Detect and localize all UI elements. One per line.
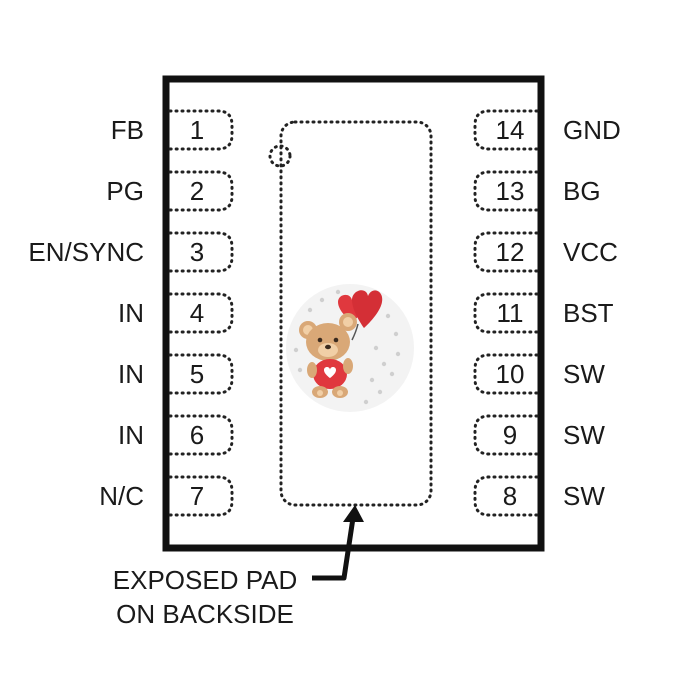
exposed-pad-outline: [279, 120, 433, 507]
pin-1-circle-marker-icon: [268, 144, 292, 168]
pin-name-6: IN: [118, 420, 144, 450]
pin-name-1: FB: [110, 115, 144, 145]
pin-number-6: 6: [190, 420, 204, 450]
pin-pad-13: [473, 170, 539, 212]
pin-pad-11: [473, 292, 539, 334]
pin-pad-4: [168, 292, 234, 334]
pin-number-7: 7: [190, 481, 204, 511]
pin-name-10: SW: [563, 359, 605, 389]
pin-name-8: SW: [563, 481, 605, 511]
pin-pad-7: [168, 475, 234, 517]
pin-name-14: GND: [563, 115, 621, 145]
pin-number-2: 2: [190, 176, 204, 206]
pin-name-12: VCC: [563, 237, 618, 267]
pin-pad-3: [168, 231, 234, 273]
pin-name-2: PG: [106, 176, 144, 206]
pin-pad-6: [168, 414, 234, 456]
pin-pad-8: [473, 475, 539, 517]
pin-name-4: IN: [118, 298, 144, 328]
pin-name-13: BG: [563, 176, 601, 206]
pin-number-1: 1: [190, 115, 204, 145]
exposed-pad-caption: EXPOSED PAD ON BACKSIDE: [60, 563, 350, 631]
pin-number-10: 10: [496, 359, 525, 389]
pin-name-3: EN/SYNC: [28, 237, 144, 267]
left-pin-pads: 1 2 3 4 5 6 7: [168, 109, 234, 517]
package-outline: [162, 75, 545, 552]
pin-number-13: 13: [496, 176, 525, 206]
pin-pad-12: [473, 231, 539, 273]
pin-name-7: N/C: [99, 481, 144, 511]
pin-pad-2: [168, 170, 234, 212]
pin-number-3: 3: [190, 237, 204, 267]
exposed-pad-leader-arrow: [312, 505, 364, 581]
teddy-bear-with-heart-balloon-icon: [286, 284, 414, 412]
pin-pad-10: [473, 353, 539, 395]
pin-number-11: 11: [497, 298, 524, 328]
pin-number-5: 5: [190, 359, 204, 389]
pin-pad-9: [473, 414, 539, 456]
pin-number-4: 4: [190, 298, 204, 328]
exposed-pad-caption-line1: EXPOSED PAD: [112, 565, 298, 595]
pin-pad-1: [168, 109, 234, 151]
right-pin-pads: 14 13 12 11 10 9 8: [473, 109, 539, 517]
pin-pad-14: [473, 109, 539, 151]
pin-pad-5: [168, 353, 234, 395]
pin-name-9: SW: [563, 420, 605, 450]
pin-number-12: 12: [496, 237, 525, 267]
pin-number-9: 9: [503, 420, 517, 450]
pin-name-11: BST: [563, 298, 614, 328]
pin-name-5: IN: [118, 359, 144, 389]
pin-number-14: 14: [496, 115, 525, 145]
pin-number-8: 8: [503, 481, 517, 511]
exposed-pad-caption-line2: ON BACKSIDE: [116, 599, 294, 629]
